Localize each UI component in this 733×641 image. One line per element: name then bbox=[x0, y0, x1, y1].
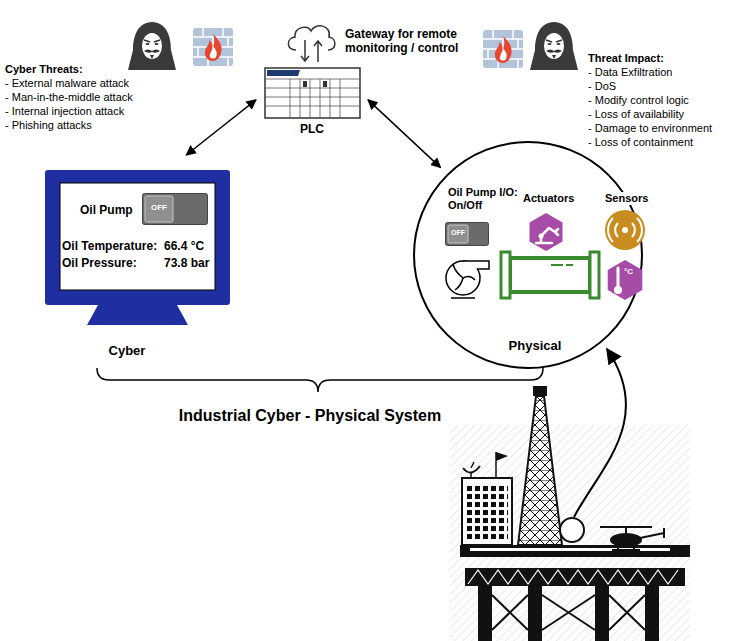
threat-text: - Loss of availability bbox=[588, 108, 684, 121]
node-label: Oil Pump bbox=[80, 203, 133, 217]
gateway-label: Gateway for remote monitoring / control bbox=[345, 27, 477, 56]
connector-arrow bbox=[186, 100, 256, 155]
plc-box: PLC bbox=[262, 66, 362, 138]
threat-text: - Phishing attacks bbox=[5, 119, 92, 132]
physical-circle-outline bbox=[413, 140, 643, 370]
threat-text: - Data Exfiltration bbox=[588, 66, 672, 79]
switch-label: OFF bbox=[448, 229, 468, 237]
physical-circle: Oil Pump I/O: On/OffActuatorsSensorsPhys… bbox=[413, 140, 643, 370]
switch-label: OFF bbox=[145, 203, 173, 213]
system-title: Industrial Cyber - Physical System bbox=[179, 406, 441, 425]
screen-text: Oil Pressure: bbox=[62, 256, 137, 270]
node-label: PLC bbox=[262, 122, 362, 136]
screen-text: 73.8 bar bbox=[164, 256, 209, 270]
node-label: Cyber bbox=[97, 343, 157, 359]
unit-mark: °C bbox=[624, 267, 633, 277]
connector-arrow bbox=[368, 100, 441, 168]
node-label: Physical bbox=[505, 338, 565, 354]
threat-text: - Internal injection attack bbox=[5, 105, 124, 118]
monitor: Oil PumpOil Temperature: 66.4 °C Oil Press… bbox=[40, 165, 235, 360]
threat-text: Threat Impact: bbox=[588, 52, 664, 65]
node-label: Sensors bbox=[604, 192, 649, 205]
threat-text: Cyber Threats: bbox=[5, 63, 83, 76]
screen-text: Oil Temperature: bbox=[62, 239, 157, 253]
threat-text: - Modify control logic bbox=[588, 94, 689, 107]
toggle-switch: OFF bbox=[142, 193, 208, 225]
toggle-switch: OFF bbox=[445, 222, 489, 246]
node-label: Oil Pump I/O: On/Off bbox=[448, 186, 520, 212]
node-label: Actuators bbox=[523, 192, 574, 205]
threat-text: - External malware attack bbox=[5, 77, 129, 90]
threat-text: - Loss of containment bbox=[588, 136, 693, 149]
threat-text: - Man-in-the-middle attack bbox=[5, 91, 133, 104]
screen-text: 66.4 °C bbox=[164, 239, 204, 253]
threat-text: - DoS bbox=[588, 80, 616, 93]
threat-text: - Damage to environment bbox=[588, 122, 712, 135]
